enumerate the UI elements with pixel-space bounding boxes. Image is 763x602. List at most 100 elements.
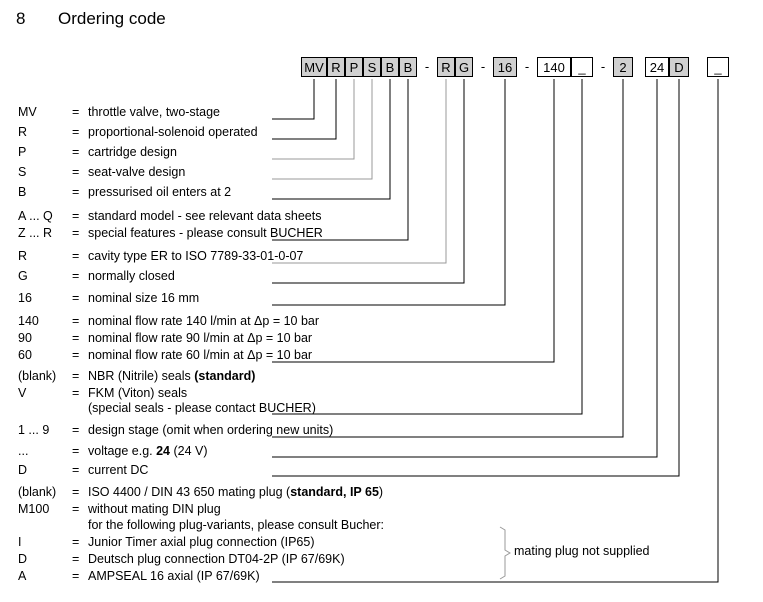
legend-description: nominal flow rate 140 l/min at Δp = 10 b… bbox=[88, 313, 319, 330]
legend-description-emphasis: (standard) bbox=[194, 369, 256, 383]
legend-description: design stage (omit when ordering new uni… bbox=[88, 422, 333, 439]
legend-equals-sign: = bbox=[72, 535, 80, 549]
code-separator-dash: - bbox=[600, 59, 606, 74]
legend-description: nominal flow rate 90 l/min at Δp = 10 ba… bbox=[88, 330, 312, 347]
legend-equals-sign: = bbox=[72, 552, 80, 566]
legend-equals-sign: = bbox=[72, 145, 80, 159]
legend-code: I bbox=[18, 535, 22, 549]
legend-equals-sign: = bbox=[72, 209, 80, 223]
legend-description: (special seals - please contact BUCHER) bbox=[88, 400, 316, 417]
legend-description-part: nominal flow rate 140 l/min at Δp = 10 b… bbox=[88, 314, 320, 328]
legend-description-part: nominal flow rate 90 l/min at Δp = 10 ba… bbox=[88, 331, 313, 345]
legend-description-part: (special seals - please contact BUCHER) bbox=[88, 401, 316, 415]
legend-equals-sign: = bbox=[72, 165, 80, 179]
legend-code: B bbox=[18, 185, 27, 199]
legend-code: V bbox=[18, 386, 27, 400]
legend-description-part: nominal size 16 mm bbox=[88, 291, 200, 305]
legend-description-part: design stage (omit when ordering new uni… bbox=[88, 423, 334, 437]
code-separator-dash: - bbox=[524, 59, 530, 74]
legend-code: G bbox=[18, 269, 28, 283]
legend-description: throttle valve, two-stage bbox=[88, 104, 220, 121]
legend-equals-sign: = bbox=[72, 226, 80, 240]
legend-equals-sign: = bbox=[72, 269, 80, 283]
legend-equals-sign: = bbox=[72, 369, 80, 383]
legend-code: A ... Q bbox=[18, 209, 53, 223]
page-heading: 8 Ordering code bbox=[0, 0, 763, 46]
code-box-24-16: 24 bbox=[645, 57, 669, 77]
code-box-b-4: B bbox=[381, 57, 399, 77]
legend-equals-sign: = bbox=[72, 331, 80, 345]
legend-code: P bbox=[18, 145, 27, 159]
legend-description-part: Deutsch plug connection DT04-2P (IP 67/6… bbox=[88, 552, 345, 566]
legend-description: proportional-solenoid operated bbox=[88, 124, 258, 141]
code-box-p-2: P bbox=[345, 57, 363, 77]
legend-description: voltage e.g. 24 (24 V) bbox=[88, 443, 208, 460]
legend-code: 140 bbox=[18, 314, 39, 328]
legend-description-part-2: (24 V) bbox=[170, 444, 208, 458]
legend-code: (blank) bbox=[18, 369, 57, 383]
legend-description: Junior Timer axial plug connection (IP65… bbox=[88, 534, 315, 551]
legend-description-part: seat-valve design bbox=[88, 165, 186, 179]
legend-description: Deutsch plug connection DT04-2P (IP 67/6… bbox=[88, 551, 345, 568]
code-box-140-12: 140 bbox=[537, 57, 571, 77]
legend-description: for the following plug-variants, please … bbox=[88, 517, 384, 534]
legend-code: D bbox=[18, 552, 28, 566]
legend-equals-sign: = bbox=[72, 485, 80, 499]
legend-code: 1 ... 9 bbox=[18, 423, 50, 437]
legend-description: without mating DIN plug bbox=[88, 501, 221, 518]
code-separator-dash: - bbox=[424, 59, 430, 74]
code-separator-dash: - bbox=[480, 59, 486, 74]
mating-plug-note: mating plug not supplied bbox=[514, 544, 650, 558]
legend-equals-sign: = bbox=[72, 386, 80, 400]
code-box-r-7: R bbox=[437, 57, 455, 77]
code-box-b-5: B bbox=[399, 57, 417, 77]
legend-description-part: NBR (Nitrile) seals bbox=[88, 369, 195, 383]
legend-equals-sign: = bbox=[72, 423, 80, 437]
legend-description-part: normally closed bbox=[88, 269, 175, 283]
legend-description-part: FKM (Viton) seals bbox=[88, 386, 188, 400]
legend-equals-sign: = bbox=[72, 314, 80, 328]
legend-code: S bbox=[18, 165, 27, 179]
code-box-d-17: D bbox=[669, 57, 689, 77]
legend-description-part: current DC bbox=[88, 463, 149, 477]
code-box-blank-18: _ bbox=[707, 57, 729, 77]
legend-description-part-2: ) bbox=[378, 485, 384, 499]
legend-description-part: ISO 4400 / DIN 43 650 mating plug ( bbox=[88, 485, 291, 499]
legend-description: nominal size 16 mm bbox=[88, 290, 199, 307]
legend-description-part: Junior Timer axial plug connection (IP65… bbox=[88, 535, 315, 549]
legend-description: current DC bbox=[88, 462, 148, 479]
legend-description: seat-valve design bbox=[88, 164, 185, 181]
legend-code: (blank) bbox=[18, 485, 57, 499]
legend-equals-sign: = bbox=[72, 291, 80, 305]
legend-description: nominal flow rate 60 l/min at Δp = 10 ba… bbox=[88, 347, 312, 364]
legend-code: ... bbox=[18, 444, 29, 458]
legend-equals-sign: = bbox=[72, 125, 80, 139]
code-box-mv-0: MV bbox=[301, 57, 327, 77]
legend-code: MV bbox=[18, 105, 37, 119]
legend-description-part: throttle valve, two-stage bbox=[88, 105, 221, 119]
section-number: 8 bbox=[16, 9, 26, 28]
legend-equals-sign: = bbox=[72, 348, 80, 362]
legend-description-part: cartridge design bbox=[88, 145, 177, 159]
legend-description-part: without mating DIN plug bbox=[88, 502, 221, 516]
legend-code: R bbox=[18, 249, 28, 263]
legend-equals-sign: = bbox=[72, 463, 80, 477]
legend-description: normally closed bbox=[88, 268, 175, 285]
legend-description: FKM (Viton) seals bbox=[88, 385, 187, 402]
legend-code: A bbox=[18, 569, 27, 583]
legend-code: 60 bbox=[18, 348, 32, 362]
legend-description-emphasis: 24 bbox=[156, 444, 171, 458]
legend-equals-sign: = bbox=[72, 185, 80, 199]
legend-code: 16 bbox=[18, 291, 32, 305]
legend-code: R bbox=[18, 125, 28, 139]
legend-equals-sign: = bbox=[72, 444, 80, 458]
legend-description-part: pressurised oil enters at 2 bbox=[88, 185, 232, 199]
code-box-2-15: 2 bbox=[613, 57, 633, 77]
legend-description: NBR (Nitrile) seals (standard) bbox=[88, 368, 255, 385]
legend-description-part: voltage e.g. bbox=[88, 444, 157, 458]
code-box-g-8: G bbox=[455, 57, 473, 77]
legend-equals-sign: = bbox=[72, 569, 80, 583]
legend-description: standard model - see relevant data sheet… bbox=[88, 208, 321, 225]
code-box-16-10: 16 bbox=[493, 57, 517, 77]
